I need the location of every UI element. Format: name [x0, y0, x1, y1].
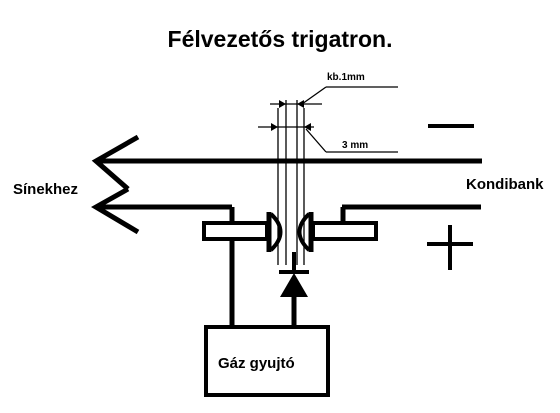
dimension-small-arrow-right	[297, 100, 304, 108]
lower-rail-arrowhead	[91, 186, 140, 235]
diode-triangle	[280, 273, 308, 297]
gas-igniter-label: Gáz gyujtó	[218, 355, 295, 372]
right-electrode-rod	[311, 221, 378, 241]
left-label-rails: Sínekhez	[13, 181, 78, 198]
upper-rail-arrowhead	[91, 134, 140, 191]
diagram-title: Félvezetős trigatron.	[167, 26, 393, 52]
left-electrode-rod	[202, 221, 269, 241]
dimension-large-label: 3 mm	[342, 140, 368, 151]
right-label-capacitor-bank: Kondibank	[466, 176, 544, 193]
dimension-small-leader	[301, 86, 327, 105]
dimension-large-leader	[305, 128, 327, 153]
right-electrode-tip	[297, 212, 311, 252]
dimension-small-label: kb.1mm	[327, 72, 365, 83]
dimension-large-arrow-left	[271, 123, 278, 131]
left-electrode-tip	[269, 212, 283, 252]
dimension-small-arrow-left	[279, 100, 286, 108]
gas-igniter-box	[204, 325, 330, 397]
dimension-large-arrow-right	[304, 123, 311, 131]
plus-sign	[427, 225, 473, 270]
